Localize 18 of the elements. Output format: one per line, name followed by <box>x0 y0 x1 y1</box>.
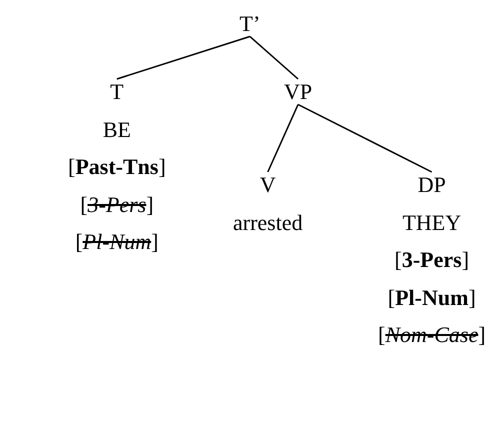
tree-branch-line <box>249 36 299 80</box>
feature-label: [Past-Tns] <box>68 153 166 181</box>
tree-branch-line <box>267 104 299 172</box>
feature-label: [3-Pers] <box>394 246 470 274</box>
tree-branch-line <box>298 104 432 173</box>
tree-branch-line <box>116 36 250 80</box>
category-label: T’ <box>240 10 260 38</box>
category-label: VP <box>284 78 312 106</box>
feature-label: BE <box>102 116 131 144</box>
category-label: T <box>110 78 124 106</box>
feature-label: [Nom-Case] <box>378 321 486 349</box>
feature-label: [3-Pers] <box>80 190 154 218</box>
feature-label: [Pl-Num] <box>388 284 476 312</box>
feature-label: [Pl-Num] <box>75 228 158 256</box>
category-label: DP <box>418 171 446 199</box>
feature-label: THEY <box>402 208 462 236</box>
feature-label: arrested <box>233 208 303 236</box>
category-label: V <box>260 171 276 199</box>
